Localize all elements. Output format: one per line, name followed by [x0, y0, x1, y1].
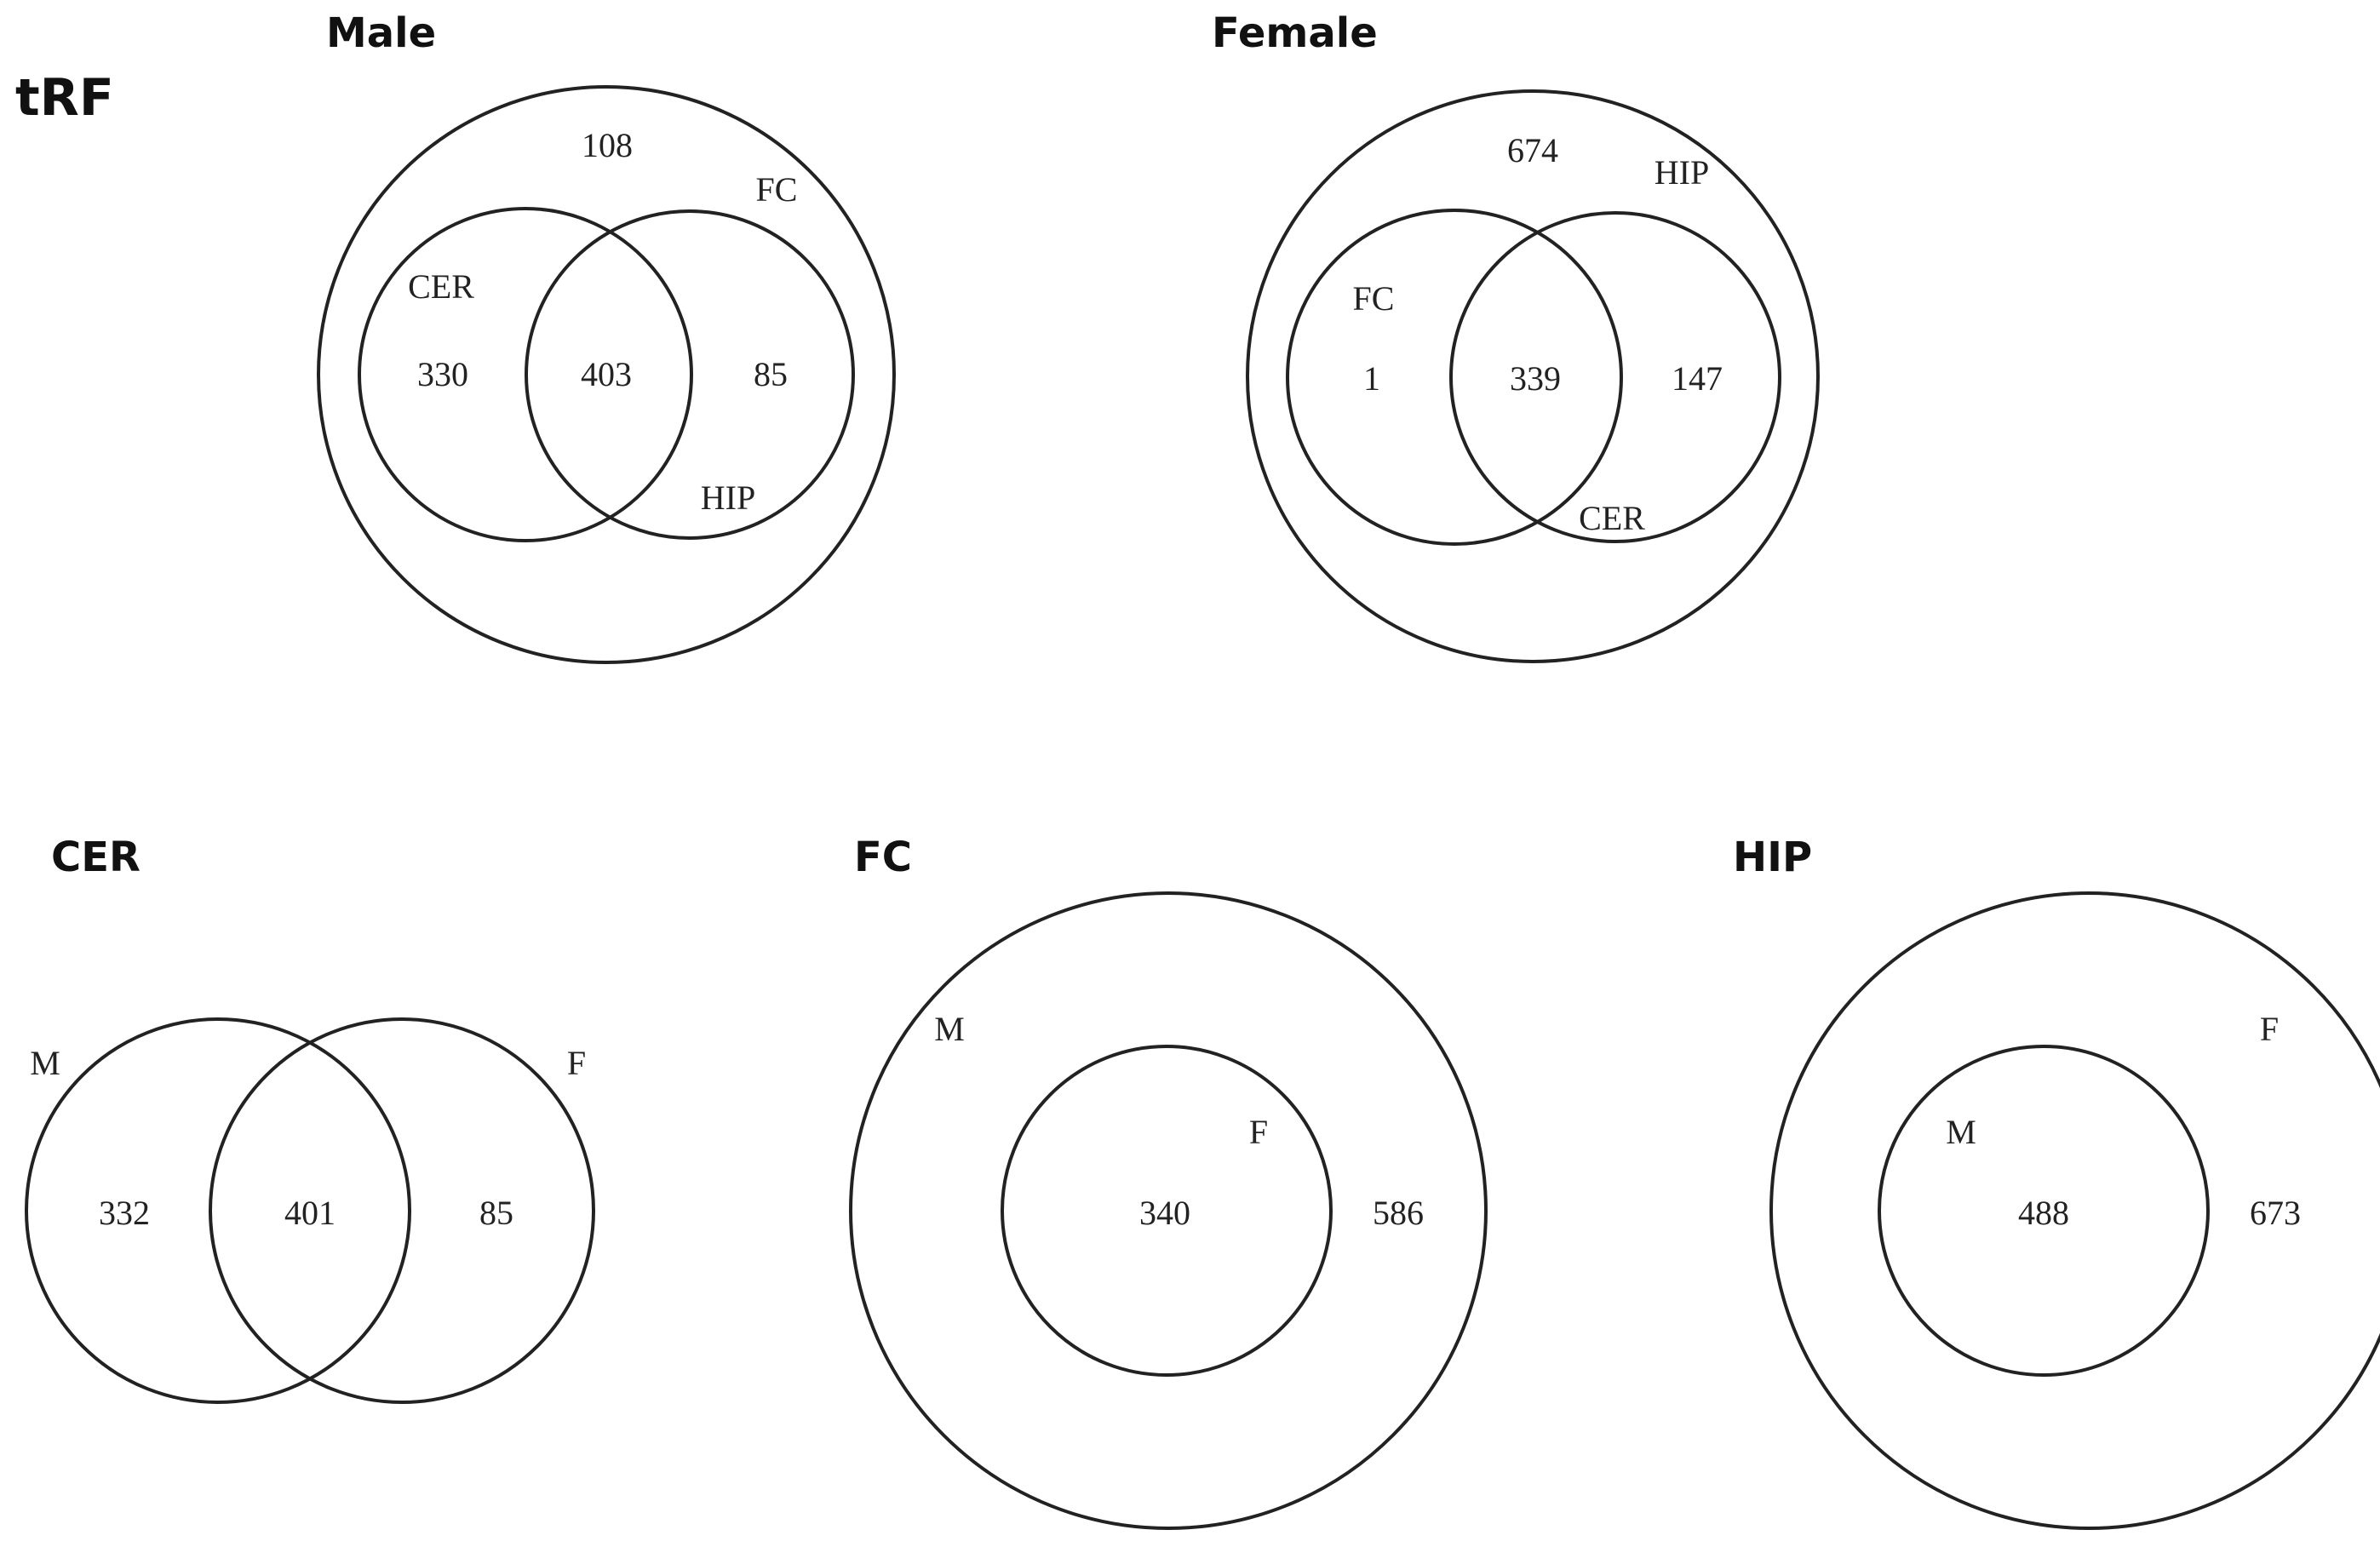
male-cer-label: CER — [408, 267, 474, 306]
female-hip-circle — [1246, 89, 1820, 663]
male-fc-label: FC — [756, 170, 798, 209]
male-hip-circle — [525, 209, 855, 540]
figure-label: tRF — [15, 68, 114, 128]
cer-female-only-count: 85 — [479, 1194, 513, 1232]
hip-female-label: F — [2260, 1010, 2279, 1048]
cer-overlap-count: 401 — [284, 1194, 335, 1232]
cer-male-only-count: 332 — [99, 1194, 150, 1232]
female-cer-label: CER — [1579, 499, 1645, 537]
female-cer-only-count: 147 — [1672, 359, 1723, 398]
male-fc-circle — [317, 85, 896, 664]
fc-male-only-count: 586 — [1373, 1194, 1424, 1232]
fc-panel-title: FC — [854, 834, 912, 881]
cer-panel: CER M F 332 401 85 — [25, 834, 595, 1404]
female-overlap-count: 339 — [1510, 359, 1561, 398]
fc-male-label: M — [934, 1010, 965, 1048]
hip-female-circle — [1769, 891, 2380, 1530]
fc-female-label: F — [1249, 1113, 1268, 1151]
male-panel: Male FC CER HIP 108 330 403 85 — [317, 9, 896, 664]
female-fc-circle — [1286, 209, 1623, 546]
hip-panel: HIP F M 488 673 — [1733, 834, 2380, 1530]
fc-male-circle — [849, 891, 1488, 1530]
hip-panel-title: HIP — [1733, 834, 1812, 881]
male-panel-title: Male — [326, 9, 436, 57]
fc-overlap-count: 340 — [1139, 1194, 1190, 1232]
female-fc-label: FC — [1353, 279, 1395, 318]
fc-female-circle — [1001, 1045, 1333, 1377]
male-overlap-count: 403 — [581, 355, 632, 393]
female-fc-only-count: 1 — [1363, 359, 1380, 398]
hip-male-circle — [1878, 1045, 2210, 1377]
male-hip-only-count: 85 — [754, 355, 788, 393]
male-fc-only-count: 108 — [582, 126, 633, 164]
female-panel: Female HIP FC CER 674 1 339 147 — [1212, 9, 1820, 663]
male-cer-circle — [358, 207, 693, 542]
female-panel-title: Female — [1212, 9, 1378, 57]
male-hip-label: HIP — [701, 478, 755, 517]
female-hip-label: HIP — [1655, 153, 1709, 192]
cer-female-circle — [209, 1017, 595, 1404]
hip-female-only-count: 673 — [2250, 1194, 2301, 1232]
female-cer-circle — [1449, 211, 1781, 543]
fc-panel: FC M F 340 586 — [849, 834, 1488, 1530]
cer-male-label: M — [30, 1044, 60, 1082]
cer-female-label: F — [567, 1044, 586, 1082]
male-cer-only-count: 330 — [417, 355, 468, 393]
cer-male-circle — [25, 1017, 411, 1404]
female-hip-only-count: 674 — [1507, 131, 1558, 169]
hip-overlap-count: 488 — [2018, 1194, 2069, 1232]
hip-male-label: M — [1946, 1113, 1976, 1151]
cer-panel-title: CER — [51, 834, 141, 881]
